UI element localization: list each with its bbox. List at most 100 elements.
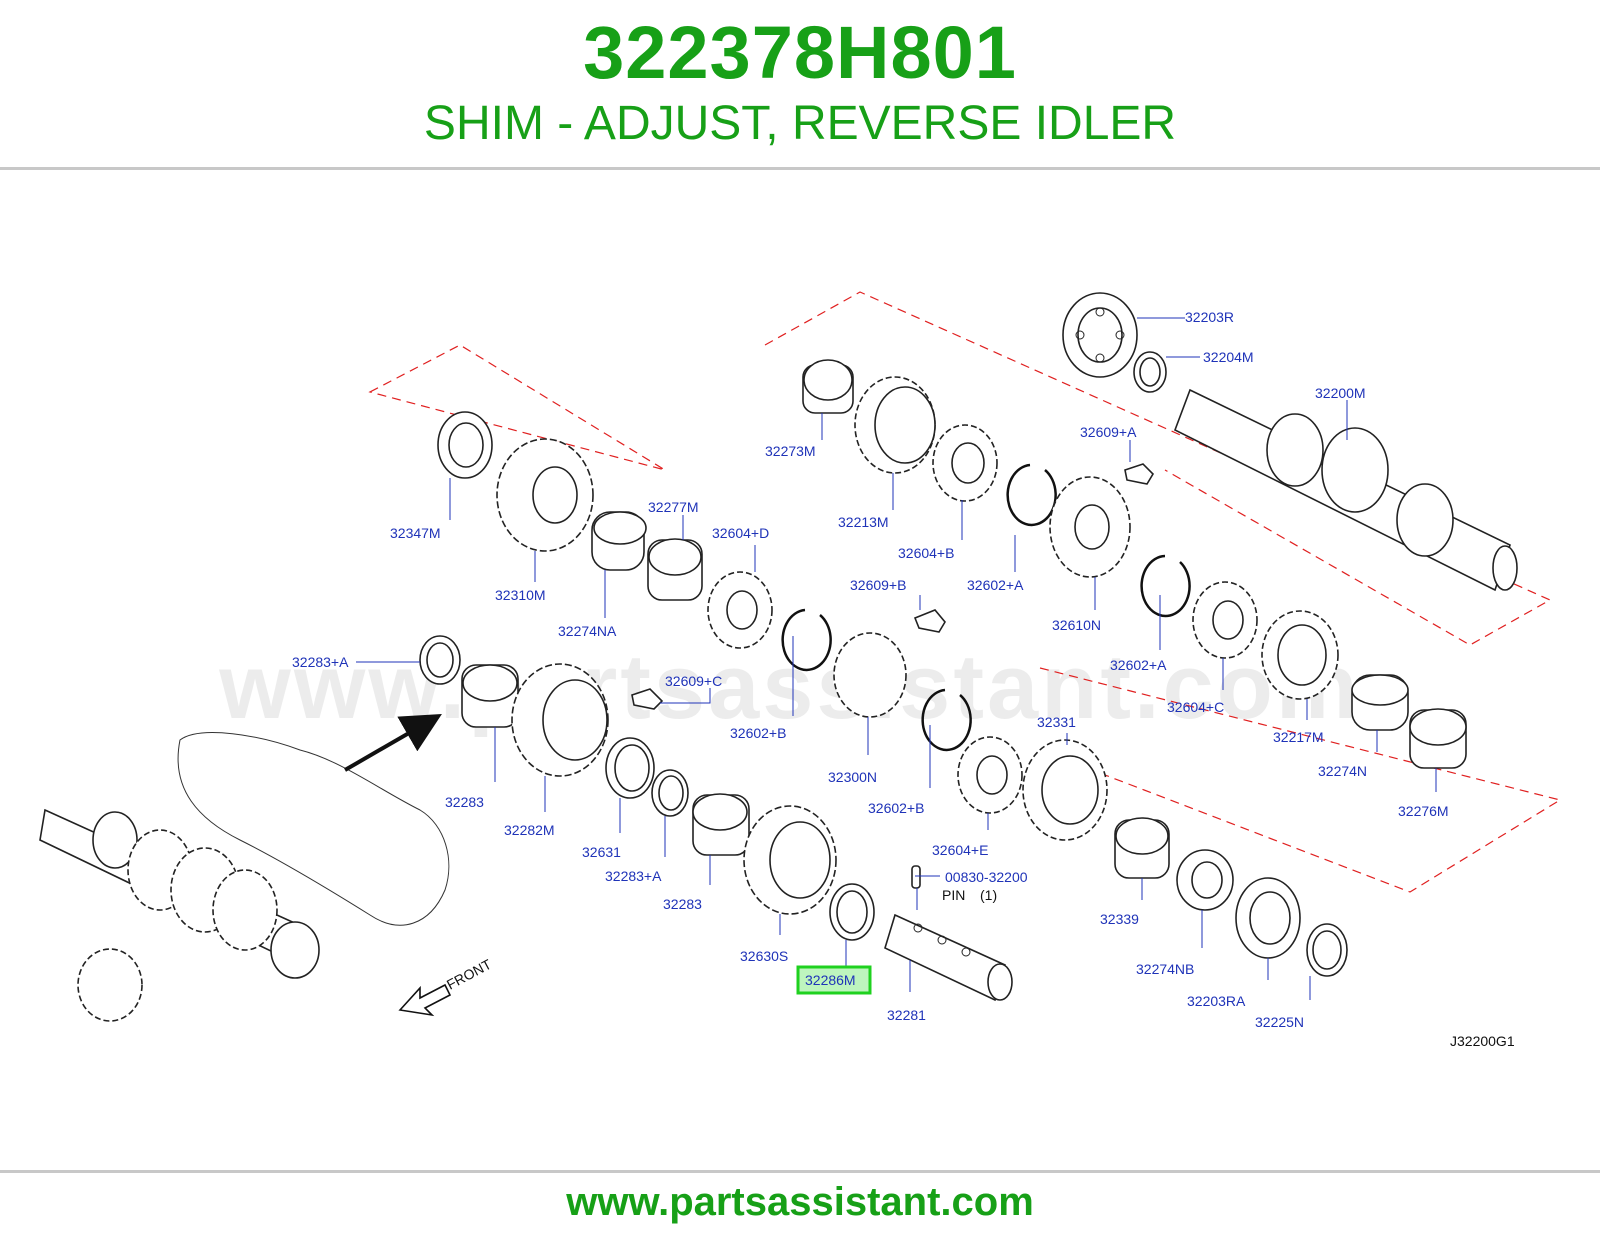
callout-32602B-left[interactable]: 32602+B bbox=[730, 725, 786, 741]
ring-32283A-lower bbox=[651, 769, 689, 817]
callout-32609A[interactable]: 32609+A bbox=[1080, 424, 1137, 440]
case-outline bbox=[177, 732, 450, 926]
footer-divider bbox=[0, 1170, 1600, 1173]
part-description: SHIM - ADJUST, REVERSE IDLER bbox=[423, 97, 1177, 150]
snap-ring-32602A-lower bbox=[1140, 554, 1191, 618]
callout-32283-lower[interactable]: 32283 bbox=[663, 896, 702, 912]
diagram-code: J32200G1 bbox=[1450, 1033, 1515, 1049]
idler-shaft-32281 bbox=[884, 913, 1013, 1002]
ring-32283A-upper bbox=[419, 635, 461, 685]
reverse-idler-gear-32630S bbox=[743, 805, 837, 915]
callout-32609B[interactable]: 32609+B bbox=[850, 577, 906, 593]
watermark: www.partsassistant.com bbox=[218, 636, 1360, 738]
hub-32604C bbox=[1192, 581, 1258, 659]
callout-32281[interactable]: 32281 bbox=[887, 1007, 926, 1023]
gear-32217M bbox=[1261, 610, 1339, 700]
pin-quantity: (1) bbox=[980, 887, 997, 903]
shim-32286M bbox=[829, 883, 875, 941]
pin-label: PIN bbox=[942, 887, 965, 903]
callout-32286M[interactable]: 32286M bbox=[805, 972, 856, 988]
insert-32609B bbox=[913, 609, 946, 633]
callout-32604B[interactable]: 32604+B bbox=[898, 545, 954, 561]
footer-website-link[interactable]: www.partsassistant.com bbox=[566, 1180, 1034, 1224]
insert-32609A bbox=[1124, 463, 1155, 485]
callout-32630S[interactable]: 32630S bbox=[740, 948, 788, 964]
callout-32282M[interactable]: 32282M bbox=[504, 822, 555, 838]
callout-32602B-right[interactable]: 32602+B bbox=[868, 800, 924, 816]
callout-32273M[interactable]: 32273M bbox=[765, 443, 816, 459]
boundary-upper bbox=[764, 291, 1552, 646]
callout-32604E[interactable]: 32604+E bbox=[932, 842, 988, 858]
shim-32225N bbox=[1306, 923, 1348, 977]
callout-32604D[interactable]: 32604+D bbox=[712, 525, 769, 541]
gear-32331 bbox=[1022, 739, 1108, 841]
gear-32300N bbox=[833, 632, 907, 718]
ring-32631 bbox=[605, 737, 655, 799]
callout-32276M[interactable]: 32276M bbox=[1398, 803, 1449, 819]
needle-bearing-32273M bbox=[802, 359, 854, 414]
highlight-box bbox=[796, 965, 872, 995]
callout-32283A-lower[interactable]: 32283+A bbox=[605, 868, 662, 884]
bushing-32274NB bbox=[1176, 849, 1234, 911]
callout-32203RA[interactable]: 32203RA bbox=[1187, 993, 1246, 1009]
callout-32602A-lower[interactable]: 32602+A bbox=[1110, 657, 1167, 673]
callout-32204M[interactable]: 32204M bbox=[1203, 349, 1254, 365]
mainshaft-32200M bbox=[1173, 388, 1518, 592]
ring-32204M bbox=[1133, 351, 1167, 393]
needle-bearing-32283-lower bbox=[692, 793, 750, 856]
callout-32274N[interactable]: 32274N bbox=[1318, 763, 1367, 779]
callout-32609C[interactable]: 32609+C bbox=[665, 673, 722, 689]
callout-32339[interactable]: 32339 bbox=[1100, 911, 1139, 927]
callout-32203R[interactable]: 32203R bbox=[1185, 309, 1234, 325]
callout-32300N[interactable]: 32300N bbox=[828, 769, 877, 785]
callout-32347M[interactable]: 32347M bbox=[390, 525, 441, 541]
snap-ring-32602B-right bbox=[921, 688, 972, 752]
callout-00830-32200[interactable]: 00830-32200 bbox=[945, 869, 1028, 885]
sleeve-32274NA bbox=[591, 511, 647, 571]
callout-32274NA[interactable]: 32274NA bbox=[558, 623, 617, 639]
needle-bearing-32276M bbox=[1409, 708, 1467, 769]
callout-32610N[interactable]: 32610N bbox=[1052, 617, 1101, 633]
pin-00830-32200 bbox=[911, 865, 921, 889]
callout-32200M[interactable]: 32200M bbox=[1315, 385, 1366, 401]
gear-32310M bbox=[496, 438, 594, 552]
part-number-title: 322378H801 bbox=[583, 11, 1017, 94]
hub-32604B bbox=[932, 424, 998, 502]
front-arrow-icon bbox=[398, 983, 452, 1017]
callout-32225N[interactable]: 32225N bbox=[1255, 1014, 1304, 1030]
callout-32283-upper[interactable]: 32283 bbox=[445, 794, 484, 810]
callout-32331[interactable]: 32331 bbox=[1037, 714, 1076, 730]
gear-32610N bbox=[1049, 476, 1131, 578]
callout-32213M[interactable]: 32213M bbox=[838, 514, 889, 530]
bearing-32203RA bbox=[1235, 877, 1301, 959]
hub-32604E bbox=[957, 736, 1023, 814]
hub-32604D bbox=[707, 571, 773, 649]
front-label: FRONT bbox=[444, 956, 494, 993]
needle-bearing-32277M bbox=[647, 538, 703, 601]
callout-32283A-upper[interactable]: 32283+A bbox=[292, 654, 349, 670]
callout-32631[interactable]: 32631 bbox=[582, 844, 621, 860]
gear-32213M bbox=[854, 376, 936, 474]
header: 322378H801 SHIM - ADJUST, REVERSE IDLER bbox=[0, 0, 1600, 168]
needle-bearing-32283-upper bbox=[461, 664, 519, 728]
snap-ring-32602B-left bbox=[781, 608, 832, 672]
insert-32609C bbox=[631, 688, 664, 710]
assembly-arrow bbox=[343, 713, 442, 772]
sleeve-32274N bbox=[1351, 674, 1409, 731]
leader-lines bbox=[356, 317, 1437, 1000]
boundary-left bbox=[368, 344, 666, 471]
callout-32217M[interactable]: 32217M bbox=[1273, 729, 1324, 745]
gear-32282M bbox=[511, 663, 609, 777]
needle-bearing-32339 bbox=[1114, 817, 1170, 879]
main-shaft-assembly bbox=[39, 808, 320, 1022]
callout-32604C[interactable]: 32604+C bbox=[1167, 699, 1224, 715]
bearing-32203R bbox=[1062, 292, 1138, 378]
callout-32277M[interactable]: 32277M bbox=[648, 499, 699, 515]
callout-32310M[interactable]: 32310M bbox=[495, 587, 546, 603]
ring-32347M bbox=[437, 411, 493, 479]
callout-32602A-upper[interactable]: 32602+A bbox=[967, 577, 1024, 593]
callout-32274NB[interactable]: 32274NB bbox=[1136, 961, 1194, 977]
boundary-lower bbox=[1039, 667, 1562, 893]
snap-ring-32602A-upper bbox=[1006, 463, 1057, 527]
